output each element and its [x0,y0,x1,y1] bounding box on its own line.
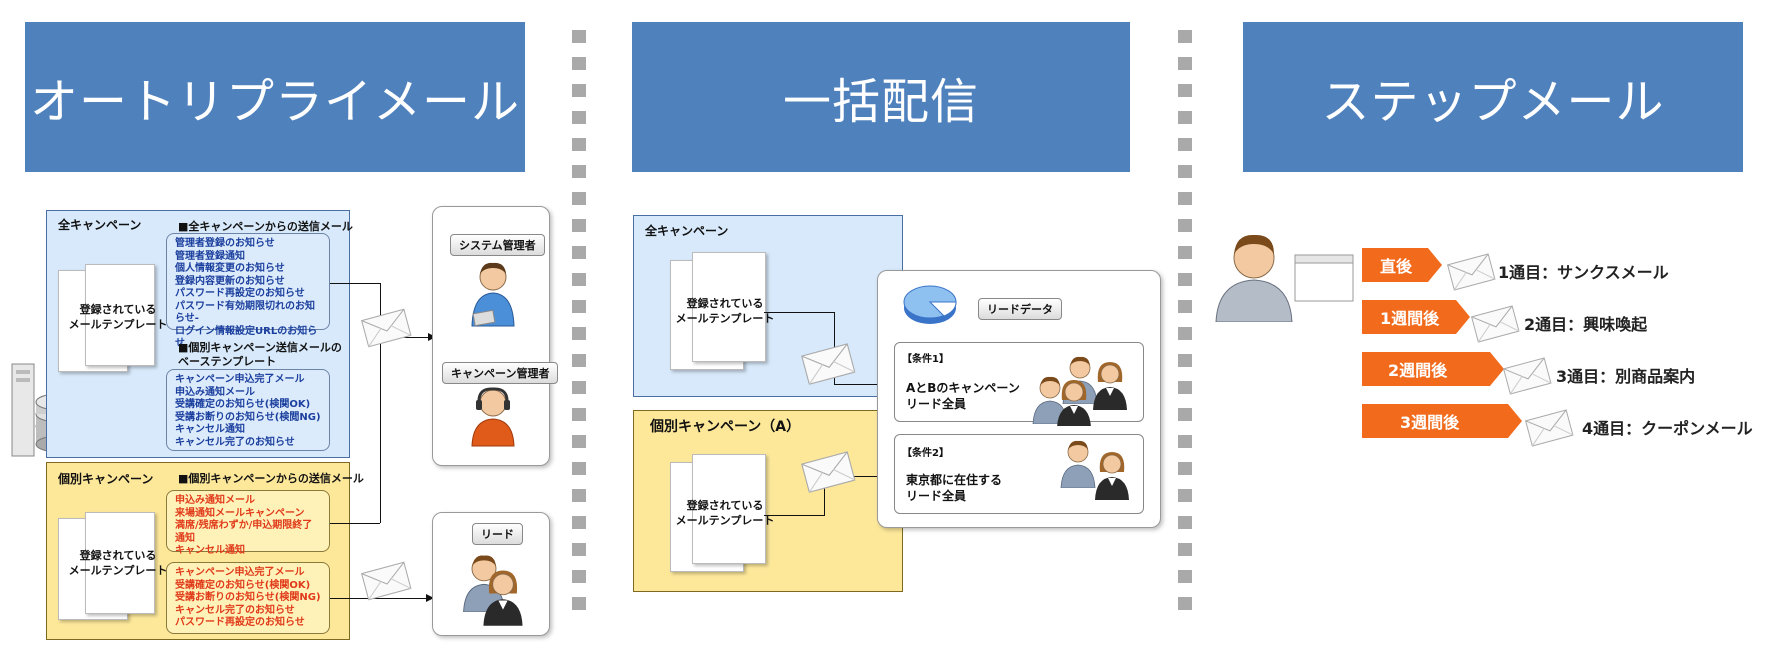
template-label: 登録されている メールテンプレート [68,303,168,331]
template-label: 登録されている メールテンプレート [68,549,168,577]
step-label-3: 3通目：別商品案内 [1556,367,1696,386]
template-doc-front [692,252,766,362]
group-icon [1060,440,1130,500]
template-label: 登録されている メールテンプレート [675,499,775,527]
individual-campaign-title: 個別キャンペーン [58,472,154,486]
list-item: キャンセル完了のお知らせ [175,436,295,448]
campaign-admin-icon [471,387,515,447]
system-admin-label: システム管理者 [450,234,545,256]
connector [764,312,834,313]
header-auto-reply: オートリプライメール [25,22,525,172]
step-label-2: 2通目：興味喚起 [1524,315,1648,334]
envelope-icon [360,305,412,349]
base-list-box: キャンペーン申込完了メール 申込み通知メール 受講確定のお知らせ(検関OK) 受… [166,369,330,451]
list-item: キャンペーン申込完了メール [175,374,305,385]
step-label-1: 1通目：サンクスメール [1498,263,1669,282]
list-item: 受講確定のお知らせ(検関OK) [175,579,311,591]
envelope-icon [360,558,412,602]
list-item: パスワード再設定のお知らせ [175,617,305,628]
envelope-icon [1470,302,1520,344]
bulk-all-campaign-title: 全キャンペーン [645,224,729,238]
condition-1-tag: 【条件1】 [902,354,949,365]
list-item: 登録内容更新のお知らせ [175,275,285,287]
campaign-admin-label: キャンペーン管理者 [442,362,559,384]
list-item: キャンペーン申込完了メール [175,567,305,578]
list-item: 受講お断りのお知らせ(検関NG) [175,592,321,603]
indiv-list-title: ■個別キャンペーンからの送信メール [178,472,364,485]
lead-label: リード [472,523,523,545]
indiv-list1-box: 申込み通知メール 来場通知メールキャンペーン 満席/残席わずか/申込期限終了通知… [166,490,330,556]
connector [404,337,428,338]
template-doc-front [85,264,155,366]
step-timing-3: 2週間後 [1362,352,1504,386]
condition-2-tag: 【条件2】 [902,448,949,459]
list-item: パスワード有効期限切れのお知らせ- [175,300,315,325]
condition-1-text: AとBのキャンペーン リード全員 [906,381,1020,411]
list-item: 申込み通知メール [175,495,255,506]
step-timing-2: 1週間後 [1362,300,1470,334]
connector [330,283,380,284]
condition-2-text: 東京都に在住する リード全員 [906,473,1003,503]
list-item: キャンセル通知 [175,424,245,435]
step-timing-1: 直後 [1362,248,1442,282]
list-item: 個人情報変更のお知らせ [175,263,285,274]
step-label-4: 4通目：クーポンメール [1582,419,1753,438]
connector [764,515,824,516]
base-list-title: ■個別キャンペーン送信メールの ベーステンプレート [178,341,342,368]
bulk-individual-campaign-title: 個別キャンペーン（A） [650,419,801,435]
template-doc-front [85,512,155,614]
envelope-icon [800,448,856,494]
arrow-head [426,594,434,602]
step-timing-4: 3週間後 [1362,404,1522,438]
list-item: ログイン情報設定URLのお知らせ [175,325,318,350]
template-doc-front [692,454,766,564]
list-item: 受講確定のお知らせ(検関OK) [175,399,311,410]
envelope-icon [1446,250,1496,292]
header-bulk: 一括配信 [632,22,1130,172]
envelope-icon [1502,354,1552,396]
list-item: パスワード再設定のお知らせ [175,288,305,299]
list-item: 受講お断りのお知らせ(検閲NG) [175,411,321,423]
group-icon [1032,356,1128,426]
separator-1 [572,30,586,610]
connector [330,598,426,599]
list-item: キャンセル通知 [175,545,245,556]
template-label: 登録されている メールテンプレート [675,297,775,325]
connector [834,384,884,385]
list-item: 管理者登録通知 [175,250,245,262]
envelope-icon [800,340,856,386]
condition-2-box [894,434,1144,514]
all-list-box: 管理者登録のお知らせ 管理者登録通知 個人情報変更のお知らせ 登録内容更新のお知… [166,233,330,349]
list-item: 来場通知メールキャンペーン [175,507,305,519]
browser-window-icon [1294,254,1354,302]
connector [824,476,825,516]
list-item: キャンセル完了のお知らせ [175,604,295,616]
list-item: 管理者登録のお知らせ [175,238,275,249]
connector [330,523,380,524]
header-step: ステップメール [1243,22,1743,172]
all-campaign-title: 全キャンペーン [58,218,142,232]
database-pie-icon [903,285,957,324]
indiv-list2-box: キャンペーン申込完了メール 受講確定のお知らせ(検関OK) 受講お断りのお知らせ… [166,562,330,634]
user-icon [1215,234,1293,322]
list-item: 満席/残席わずか/申込期限終了通知 [175,520,313,544]
woman-icon [480,568,526,626]
separator-2 [1178,30,1192,610]
lead-data-label: リードデータ [978,298,1062,320]
all-list-title: ■全キャンペーンからの送信メール [178,220,353,233]
connector [380,283,381,523]
envelope-icon [1524,406,1574,448]
system-admin-icon [471,262,515,327]
list-item: 申込み通知メール [175,386,255,398]
